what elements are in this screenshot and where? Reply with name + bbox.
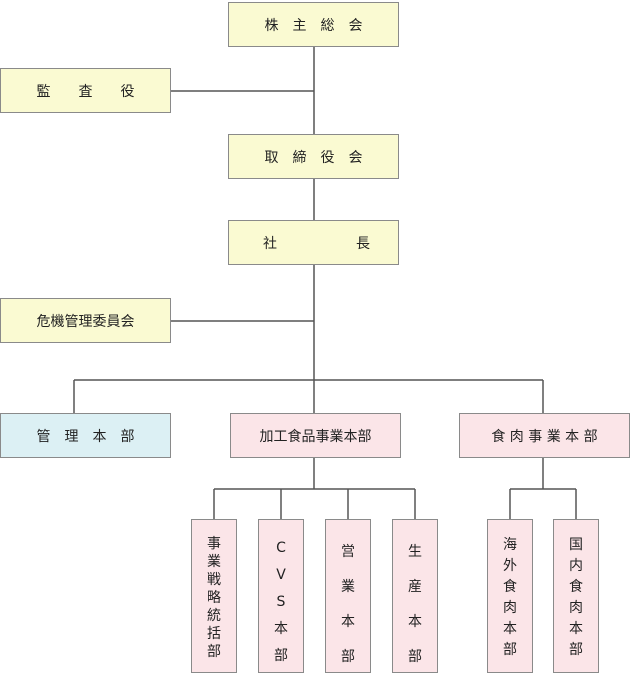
sub-char: 本: [274, 621, 288, 637]
risk-committee-label: 危機管理委員会: [36, 313, 135, 330]
sub-char: 部: [341, 649, 355, 665]
sub-char: 部: [569, 642, 583, 658]
sub-char: 戦: [207, 572, 221, 588]
sub-char: 部: [274, 648, 288, 664]
domestic-meat-division-box: 国 内 食 肉 本 部: [553, 519, 599, 673]
sub-char: 本: [569, 621, 583, 637]
cvs-division-box: C V S 本 部: [258, 519, 304, 673]
strategy-dept-box: 事 業 戦 略 統 括 部: [191, 519, 237, 673]
sub-char: 統: [207, 608, 221, 624]
president-box: 社 長: [228, 220, 399, 265]
sub-char: 部: [207, 644, 221, 660]
processed-food-division-label: 加工食品事業本部: [259, 428, 372, 445]
board-label: 取 締 役 会: [264, 149, 363, 166]
meat-division-label: 食 肉 事 業 本 部: [491, 428, 598, 445]
sub-char: S: [276, 594, 286, 610]
admin-division-label: 管 理 本 部: [36, 428, 135, 445]
sub-char: 生: [408, 544, 422, 560]
sub-char: 内: [569, 558, 583, 574]
sub-char: 産: [408, 579, 422, 595]
meat-division-box: 食 肉 事 業 本 部: [459, 413, 630, 458]
sub-char: 略: [207, 590, 221, 606]
president-label-left: 社: [263, 235, 277, 252]
sub-char: 事: [207, 536, 221, 552]
sub-char: 括: [207, 626, 221, 642]
sub-char: V: [276, 567, 286, 583]
sub-char: 本: [503, 621, 517, 637]
sub-char: 海: [503, 537, 517, 553]
auditor-label: 監 査 役: [36, 83, 135, 100]
admin-division-box: 管 理 本 部: [0, 413, 171, 458]
sub-char: 食: [503, 579, 517, 595]
sub-char: 本: [408, 614, 422, 630]
sub-char: 肉: [503, 600, 517, 616]
sub-char: 部: [503, 642, 517, 658]
sub-char: 肉: [569, 600, 583, 616]
sub-char: 本: [341, 614, 355, 630]
production-division-box: 生 産 本 部: [392, 519, 438, 673]
sub-char: 業: [341, 579, 355, 595]
sub-char: C: [276, 540, 286, 556]
president-label-right: 長: [356, 235, 370, 252]
sub-char: 業: [207, 554, 221, 570]
shareholders-meeting-label: 株 主 総 会: [264, 17, 363, 34]
overseas-meat-division-box: 海 外 食 肉 本 部: [487, 519, 533, 673]
sub-char: 食: [569, 579, 583, 595]
board-box: 取 締 役 会: [228, 134, 399, 179]
sub-char: 部: [408, 649, 422, 665]
shareholders-meeting-box: 株 主 総 会: [228, 2, 399, 47]
risk-committee-box: 危機管理委員会: [0, 298, 171, 343]
processed-food-division-box: 加工食品事業本部: [230, 413, 401, 458]
sales-division-box: 営 業 本 部: [325, 519, 371, 673]
sub-char: 営: [341, 544, 355, 560]
sub-char: 国: [569, 537, 583, 553]
auditor-box: 監 査 役: [0, 68, 171, 113]
sub-char: 外: [503, 558, 517, 574]
